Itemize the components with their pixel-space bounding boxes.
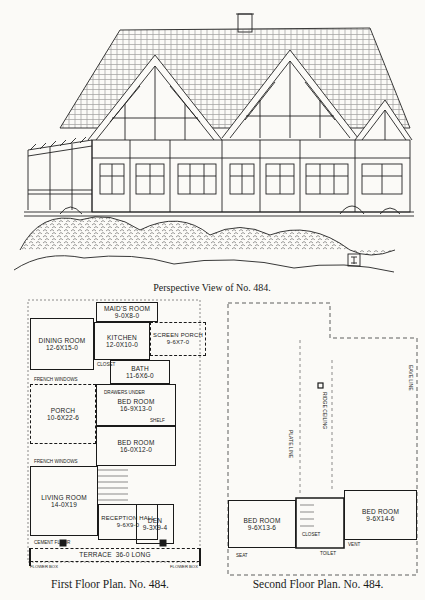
room-name: BED ROOM xyxy=(118,439,155,446)
room-box: DINING ROOM12-6X15-0 xyxy=(30,318,94,370)
room-box: KITCHEN12-0X10-0 xyxy=(94,322,150,360)
room-box: BATH11-6X6-0 xyxy=(110,360,170,384)
room-name: BED ROOM xyxy=(118,398,155,405)
first-floor-walls xyxy=(28,300,200,566)
room-dimension: 9-3X9-4 xyxy=(143,524,168,531)
room-name: BED ROOM xyxy=(362,508,399,515)
room-box: TERRACE 36-0 LONG xyxy=(30,548,200,562)
room-dimension: 12-0X10-0 xyxy=(106,341,138,348)
room-dimension: 10-6X22-6 xyxy=(47,414,79,421)
room-box: BED ROOM16-0X12-0 xyxy=(96,426,176,466)
room-name: DINING ROOM xyxy=(39,337,86,344)
room-name: TERRACE xyxy=(79,551,111,558)
note: CLOSET xyxy=(302,532,320,537)
room-dimension: 16-9X13-0 xyxy=(120,405,152,412)
room-dimension: 9-0X8-0 xyxy=(115,312,140,319)
room-dimension: 9-6X13-6 xyxy=(248,524,276,531)
room-name: RECEPTION HALL xyxy=(101,515,155,522)
note: RIDGE CEILING xyxy=(322,392,328,429)
note: FLOWER BOX xyxy=(170,564,198,569)
room-box: MAID'S ROOM9-0X8-0 xyxy=(96,302,158,322)
room-box: BED ROOM9-6X14-6 xyxy=(344,490,417,540)
note: SEAT xyxy=(236,553,248,558)
room-dimension: 14-0X19 xyxy=(51,501,77,508)
room-dimension: 12-6X15-0 xyxy=(46,344,78,351)
caption: Perspective View of No. 484. xyxy=(153,282,271,293)
room-box: BED ROOM9-6X13-6 xyxy=(228,500,296,548)
note: FLOWER BOX xyxy=(30,564,58,569)
room-box: SCREEN PORCH9-6X7-0 xyxy=(150,322,206,356)
note: PLATE LINE xyxy=(288,430,294,458)
note: DRAWERS UNDER xyxy=(104,390,145,395)
room-name: PORCH xyxy=(51,407,75,414)
note: TOILET xyxy=(320,551,336,556)
room-name: SCREEN PORCH xyxy=(153,332,203,339)
room-dimension: 16-0X12-0 xyxy=(120,446,152,453)
room-name: DEN xyxy=(148,517,162,524)
room-name: BATH xyxy=(131,365,149,372)
room-box: DEN9-3X9-4 xyxy=(136,504,174,544)
note: CLOSET xyxy=(97,362,115,367)
room-dimension: 9-6X14-6 xyxy=(366,515,394,522)
room-name: KITCHEN xyxy=(107,334,137,341)
note: EAVE LINE xyxy=(408,365,414,390)
room-name: LIVING ROOM xyxy=(41,494,87,501)
room-dimension: 36-0 LONG xyxy=(116,551,151,558)
room-name: BED ROOM xyxy=(244,517,281,524)
room-box: LIVING ROOM14-0X19 xyxy=(30,466,98,536)
house-sketch xyxy=(14,14,414,272)
caption: First Floor Plan. No. 484. xyxy=(51,578,169,590)
second-floor-outline xyxy=(228,303,417,575)
note: FRENCH WINDOWS xyxy=(34,377,78,382)
room-dimension: 9-6X7-0 xyxy=(167,339,189,346)
note: CEMENT FLOOR xyxy=(34,540,70,545)
room-name: MAID'S ROOM xyxy=(104,305,150,312)
room-dimension: 11-6X6-0 xyxy=(126,372,154,379)
room-box: PORCH10-6X22-6 xyxy=(30,384,96,444)
caption: Second Floor Plan. No. 484. xyxy=(253,578,384,590)
stair-treads xyxy=(98,470,128,500)
note: VENT xyxy=(348,542,360,547)
note: FRENCH WINDOWS xyxy=(34,459,78,464)
note: SHELF xyxy=(150,418,165,423)
